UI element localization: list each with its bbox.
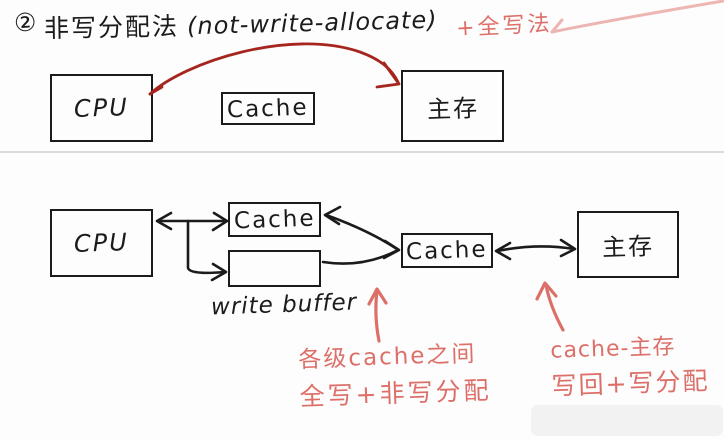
red-up-arrow-between-caches (367, 287, 388, 343)
bottom-cpu-label: CPU (73, 228, 130, 258)
top-cpu-box: CPU (50, 74, 153, 142)
cpu-to-write-buffer-arrow (186, 219, 228, 282)
bottom-main-memory-label: 主存 (601, 232, 655, 262)
write-buffer-queue-box (228, 250, 321, 287)
annotation-between-caches: 各级cache之间 全写+非写分配 (298, 337, 492, 416)
title-english-text: (not-write-allocate) (187, 5, 439, 41)
bottom-l1-cache-box: Cache (228, 202, 321, 237)
bottom-l2-cache-box: Cache (401, 233, 493, 268)
top-main-memory-label: 主存 (426, 93, 480, 124)
top-cpu-label: CPU (73, 93, 130, 123)
top-cache-label: Cache (226, 94, 310, 123)
top-main-memory-box: 主存 (401, 70, 504, 142)
l1cache-buffer-to-l2cache-arrows (321, 205, 401, 265)
faded-red-swoosh (550, 0, 724, 34)
red-up-arrow-cache-memory (535, 281, 565, 332)
bottom-cpu-box: CPU (50, 209, 153, 277)
annotation-cache-memory: cache-主存 写回+写分配 (550, 329, 710, 405)
bottom-l2-cache-label: Cache (405, 236, 489, 265)
title: ② 非写分配法 (not-write-allocate) +全写法 (13, 5, 554, 44)
top-cache-box: Cache (221, 92, 315, 125)
faded-overlay-smudge (531, 405, 723, 436)
red-arc-cpu-to-memory-arrow (148, 42, 401, 96)
l2cache-memory-double-arrow (494, 238, 577, 261)
write-buffer-label: write buffer (210, 289, 358, 321)
bottom-main-memory-box: 主存 (577, 211, 679, 278)
title-red-suffix: +全写法 (455, 11, 554, 42)
annotation-cache-memory-line1: cache-主存 (549, 334, 676, 364)
title-bullet-circled-2: ② (13, 7, 38, 38)
section-divider (0, 151, 724, 153)
bottom-l1-cache-label: Cache (233, 205, 316, 234)
annotation-between-caches-line2: 全写+非写分配 (299, 375, 492, 411)
title-main-text: 非写分配法 (44, 11, 180, 44)
cpu-l1cache-double-arrow (155, 211, 229, 232)
annotation-cache-memory-line2: 写回+写分配 (551, 366, 710, 401)
